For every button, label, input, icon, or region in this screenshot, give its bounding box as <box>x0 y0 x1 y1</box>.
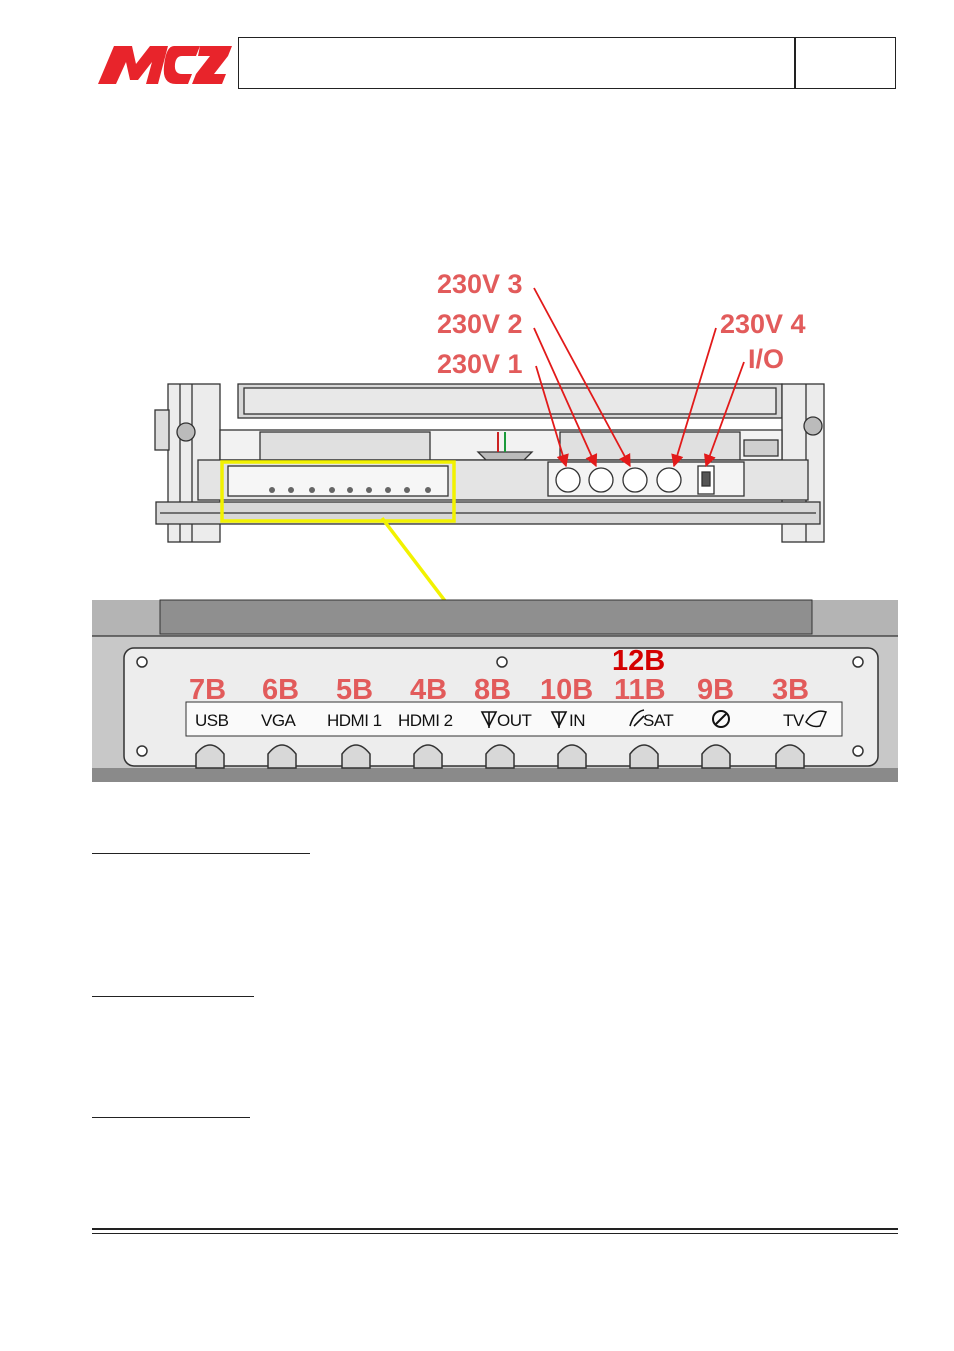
section-heading-rule-2 <box>92 996 254 998</box>
label-io: I/O <box>748 344 784 374</box>
unit-front-view <box>154 383 825 543</box>
mcz-logo <box>98 46 232 84</box>
connector-tv: TV <box>783 711 805 730</box>
connector-vga: VGA <box>261 711 297 730</box>
label-230v-1: 230V 1 <box>437 349 523 379</box>
header-box <box>238 37 896 89</box>
voltage-arrows <box>533 287 745 468</box>
port-code-3b: 3B <box>772 674 809 706</box>
port-code-6b: 6B <box>262 674 299 706</box>
label-12b: 12B <box>612 645 665 677</box>
connector-antenna-out: OUT <box>497 711 532 730</box>
connector-jacks <box>195 744 805 769</box>
connector-usb: USB <box>195 711 229 730</box>
highlight-box <box>220 460 456 523</box>
port-code-8b: 8B <box>474 674 511 706</box>
label-230v-2: 230V 2 <box>437 309 523 339</box>
connector-satellite: SAT <box>643 711 673 730</box>
section-heading-rule-1 <box>92 853 310 855</box>
connector-antenna-in: IN <box>569 711 585 730</box>
connector-hdmi1: HDMI 1 <box>327 711 382 730</box>
label-230v-4: 230V 4 <box>720 309 806 339</box>
port-code-9b: 9B <box>697 674 734 706</box>
mini-port-row <box>269 487 431 493</box>
section-heading-rule-3 <box>92 1117 250 1119</box>
footer-rule-thick <box>92 1228 898 1230</box>
tv-plug-icon <box>805 710 828 728</box>
port-code-11b: 11B <box>614 674 666 706</box>
connection-diagram: 230V 3 230V 2 230V 1 230V 4 I/O <box>92 269 898 782</box>
connector-hdmi2: HDMI 2 <box>398 711 453 730</box>
antenna-in-icon <box>550 711 568 728</box>
header-divider <box>794 37 796 89</box>
port-code-10b: 10B <box>540 674 593 706</box>
port-code-7b: 7B <box>189 674 226 706</box>
footer-rule-thin <box>92 1233 898 1234</box>
port-code-5b: 5B <box>336 674 373 706</box>
port-code-4b: 4B <box>410 674 447 706</box>
antenna-out-icon <box>480 711 498 728</box>
ir-sensor-icon <box>712 710 730 728</box>
satellite-icon <box>629 709 645 727</box>
label-230v-3: 230V 3 <box>437 269 523 299</box>
zoomed-panel <box>92 599 898 782</box>
